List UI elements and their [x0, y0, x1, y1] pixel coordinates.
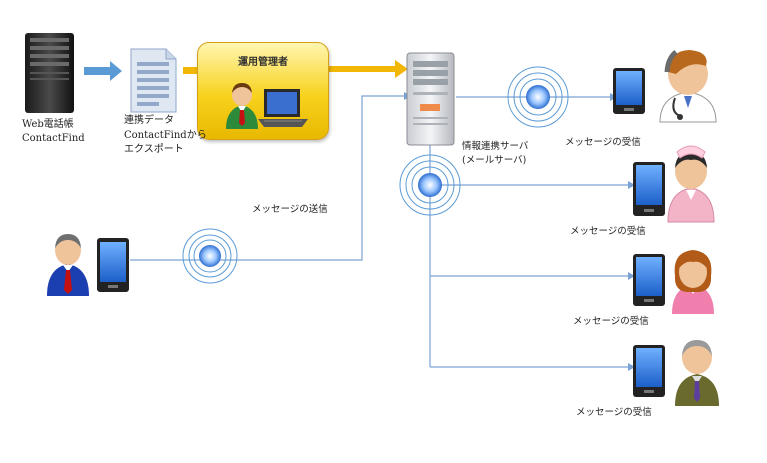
sender-person-icon	[47, 234, 89, 296]
admin-box: 運用管理者	[197, 42, 329, 140]
export-label-line1: ContactFindから	[124, 130, 207, 141]
sender-smartphone-icon	[97, 238, 129, 292]
doctor-icon	[659, 50, 717, 123]
server-label-line2: (メールサーバ)	[462, 155, 527, 166]
contactfind-label: ContactFind	[22, 133, 85, 144]
admin-person-icon	[226, 83, 258, 129]
linked-data-label: 連携データ	[124, 115, 174, 126]
admin-title: 運用管理者	[238, 57, 288, 68]
smartphone-icon	[633, 345, 665, 397]
admin-to-server-arrow	[327, 60, 408, 78]
arrowhead-nurse	[628, 181, 635, 189]
send-message-label: メッセージの送信	[252, 204, 328, 215]
export-arrow	[84, 61, 122, 81]
wireless-signal-icon	[399, 154, 461, 216]
receive-label-4: メッセージの受信	[576, 407, 652, 418]
smartphone-icon	[633, 254, 665, 306]
arrowhead-woman	[628, 272, 635, 280]
mail-server-icon	[406, 52, 455, 146]
wireless-signal-icon	[507, 66, 569, 128]
smartphone-icon	[633, 162, 665, 216]
woman-icon	[672, 250, 714, 314]
elderly-man-icon	[675, 340, 719, 406]
server-tower-icon	[25, 33, 74, 113]
laptop-icon	[258, 89, 308, 127]
receive-label-1: メッセージの受信	[565, 137, 641, 148]
smartphone-icon	[613, 68, 645, 114]
wireless-signal-icon	[182, 228, 238, 284]
arrowhead-elderly	[628, 363, 635, 371]
send-line	[130, 95, 404, 261]
document-icon	[130, 48, 177, 113]
web-phonebook-label: Web電話帳	[22, 119, 74, 130]
nurse-icon	[667, 145, 715, 223]
receive-label-3: メッセージの受信	[573, 316, 649, 327]
export-label-line2: エクスポート	[124, 144, 184, 155]
receive-label-2: メッセージの受信	[570, 226, 646, 237]
server-label-line1: 情報連携サーバ	[462, 141, 529, 152]
doc-to-admin-arrow	[183, 67, 197, 74]
